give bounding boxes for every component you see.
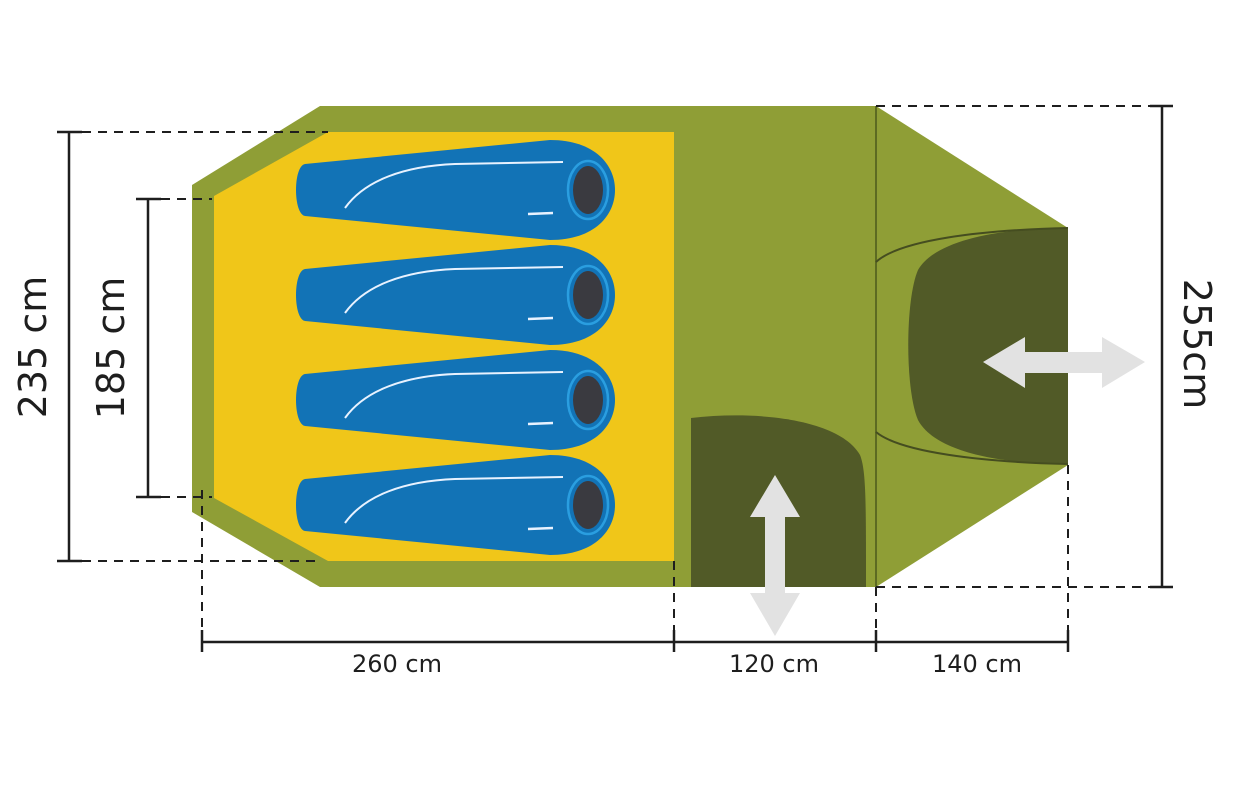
- dimension-label-255: 255cm: [1175, 279, 1219, 409]
- vertical-double-arrow-icon: [750, 475, 800, 636]
- sleeping-bag-hood-opening: [573, 481, 603, 529]
- dimension-label-235: 235 cm: [11, 276, 55, 419]
- sleeping-bag-zipper-line: [344, 266, 564, 314]
- sleeping-bag-zipper-line: [344, 476, 564, 524]
- sleeping-bag-detail-line: [527, 316, 554, 321]
- sleeping-bag-zipper-line: [344, 161, 564, 209]
- dimension-label-120: 120 cm: [729, 650, 819, 678]
- sleeping-bag-detail-line: [527, 421, 554, 426]
- sleeping-bag-body: [296, 140, 615, 240]
- sleeping-bag-body: [296, 350, 615, 450]
- sleeping-bag-detail-line: [527, 526, 554, 531]
- sleeping-bag: [296, 455, 615, 555]
- sleeping-bag-hood-opening: [573, 271, 603, 319]
- dimension-label-140: 140 cm: [932, 650, 1022, 678]
- horizontal-double-arrow-icon: [983, 337, 1145, 388]
- vestibule-door-outline: [875, 227, 1069, 465]
- sleeping-bag-zipper-line: [344, 371, 564, 419]
- dimension-label-260: 260 cm: [352, 650, 442, 678]
- dimension-label-185: 185 cm: [89, 277, 133, 420]
- sleeping-bag: [296, 140, 615, 240]
- sleeping-bags: [296, 140, 615, 555]
- sleeping-bag-hood-ring: [566, 474, 610, 536]
- sleeping-bag-hood-ring: [566, 264, 610, 326]
- sleeping-bag-hood-opening: [573, 376, 603, 424]
- sleeping-bag-hood-ring: [566, 369, 610, 431]
- sleeping-bag: [296, 350, 615, 450]
- sleeping-bag-hood-ring: [566, 159, 610, 221]
- sleeping-bag-body: [296, 245, 615, 345]
- sleeping-bag-detail-line: [527, 211, 554, 216]
- vestibule-door: [908, 228, 1068, 464]
- sleeping-bag-hood-opening: [573, 166, 603, 214]
- sleeping-bag: [296, 245, 615, 345]
- sleeping-bag-body: [296, 455, 615, 555]
